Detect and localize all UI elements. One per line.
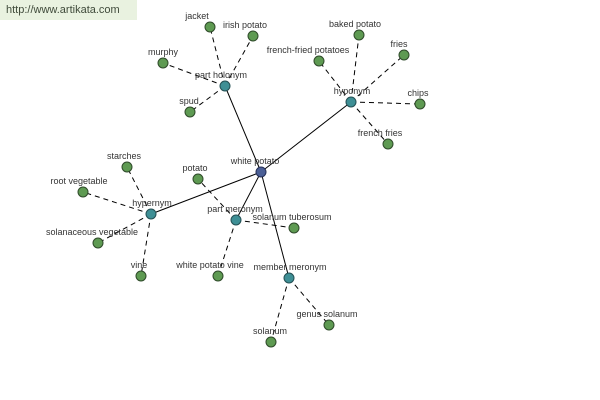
term-node-solanaceous-vegetable[interactable]: [92, 237, 104, 249]
term-node-french-fried-potatoes[interactable]: [313, 55, 325, 67]
relation-label-hypernym: hypernym: [132, 198, 172, 208]
edge-root-member-meronym: [260, 171, 290, 279]
term-node-spud[interactable]: [184, 106, 196, 118]
edge-hyponym-french-fries: [350, 101, 389, 145]
term-label-chips: chips: [407, 88, 429, 98]
edge-hyponym-chips: [350, 101, 421, 105]
edges-layer: [82, 26, 421, 343]
term-node-jacket[interactable]: [204, 21, 216, 33]
edge-hyponym-baked-potato: [350, 34, 360, 103]
term-node-french-fries[interactable]: [382, 138, 394, 150]
edge-root-hyponym: [260, 101, 352, 173]
relation-node-hyponym[interactable]: [345, 96, 357, 108]
term-node-irish-potato[interactable]: [247, 30, 259, 42]
term-node-murphy[interactable]: [157, 57, 169, 69]
term-node-starches[interactable]: [121, 161, 133, 173]
edge-part-meronym-solanum-tuberosum: [235, 219, 295, 229]
term-label-murphy: murphy: [148, 47, 179, 57]
edge-member-meronym-genus-solanum: [288, 277, 330, 326]
term-label-white-potato-vine: white potato vine: [175, 260, 244, 270]
edge-part-meronym-potato: [197, 178, 237, 221]
nodes-layer: [77, 21, 426, 348]
root-label: white potato: [230, 156, 280, 166]
edge-part-holonym-jacket: [209, 26, 226, 87]
edge-hypernym-solanaceous-vegetable: [97, 213, 152, 244]
term-node-baked-potato[interactable]: [353, 29, 365, 41]
term-node-white-potato-vine[interactable]: [212, 270, 224, 282]
term-label-potato: potato: [182, 163, 207, 173]
relation-label-part-holonym: part holonym: [195, 70, 247, 80]
term-label-fries: fries: [390, 39, 408, 49]
relation-node-part-holonym[interactable]: [219, 80, 231, 92]
relation-label-part-meronym: part meronym: [207, 204, 263, 214]
edge-hypernym-vine: [140, 213, 152, 277]
edge-part-holonym-spud: [189, 85, 226, 113]
term-node-potato[interactable]: [192, 173, 204, 185]
term-label-vine: vine: [131, 260, 148, 270]
relation-node-part-meronym[interactable]: [230, 214, 242, 226]
term-label-genus-solanum: genus solanum: [296, 309, 357, 319]
relation-node-member-meronym[interactable]: [283, 272, 295, 284]
term-node-vine[interactable]: [135, 270, 147, 282]
term-label-jacket: jacket: [184, 11, 209, 21]
term-label-solanaceous-vegetable: solanaceous vegetable: [46, 227, 138, 237]
term-label-spud: spud: [179, 96, 199, 106]
term-label-french-fried-potatoes: french-fried potatoes: [267, 45, 350, 55]
term-label-baked-potato: baked potato: [329, 19, 381, 29]
term-node-solanum[interactable]: [265, 336, 277, 348]
term-node-solanum-tuberosum[interactable]: [288, 222, 300, 234]
relation-label-member-meronym: member meronym: [253, 262, 326, 272]
edge-part-meronym-white-potato-vine: [217, 219, 237, 277]
term-label-solanum: solanum: [253, 326, 287, 336]
term-node-chips[interactable]: [414, 98, 426, 110]
term-label-french-fries: french fries: [358, 128, 403, 138]
term-node-genus-solanum[interactable]: [323, 319, 335, 331]
term-node-root-vegetable[interactable]: [77, 186, 89, 198]
root-node-white-potato[interactable]: [255, 166, 267, 178]
term-label-starches: starches: [107, 151, 142, 161]
edge-part-holonym-murphy: [162, 62, 226, 87]
labels-layer: white potato part holonym jacket irish pota…: [46, 11, 429, 336]
edge-root-part-holonym: [224, 85, 262, 173]
term-label-irish-potato: irish potato: [223, 20, 267, 30]
relation-label-hyponym: hyponym: [334, 86, 371, 96]
site-watermark[interactable]: http://www.artikata.com: [0, 0, 137, 20]
relation-node-hypernym[interactable]: [145, 208, 157, 220]
edge-root-hypernym: [150, 171, 262, 215]
term-label-root-vegetable: root vegetable: [50, 176, 107, 186]
edge-hypernym-root-vegetable: [82, 191, 152, 215]
term-label-solanum-tuberosum: solanum tuberosum: [252, 212, 331, 222]
term-node-fries[interactable]: [398, 49, 410, 61]
edge-root-part-meronym: [235, 171, 262, 221]
edge-member-meronym-solanum: [270, 277, 290, 343]
edge-hyponym-fries: [350, 54, 405, 103]
edge-part-holonym-irish-potato: [224, 35, 254, 87]
